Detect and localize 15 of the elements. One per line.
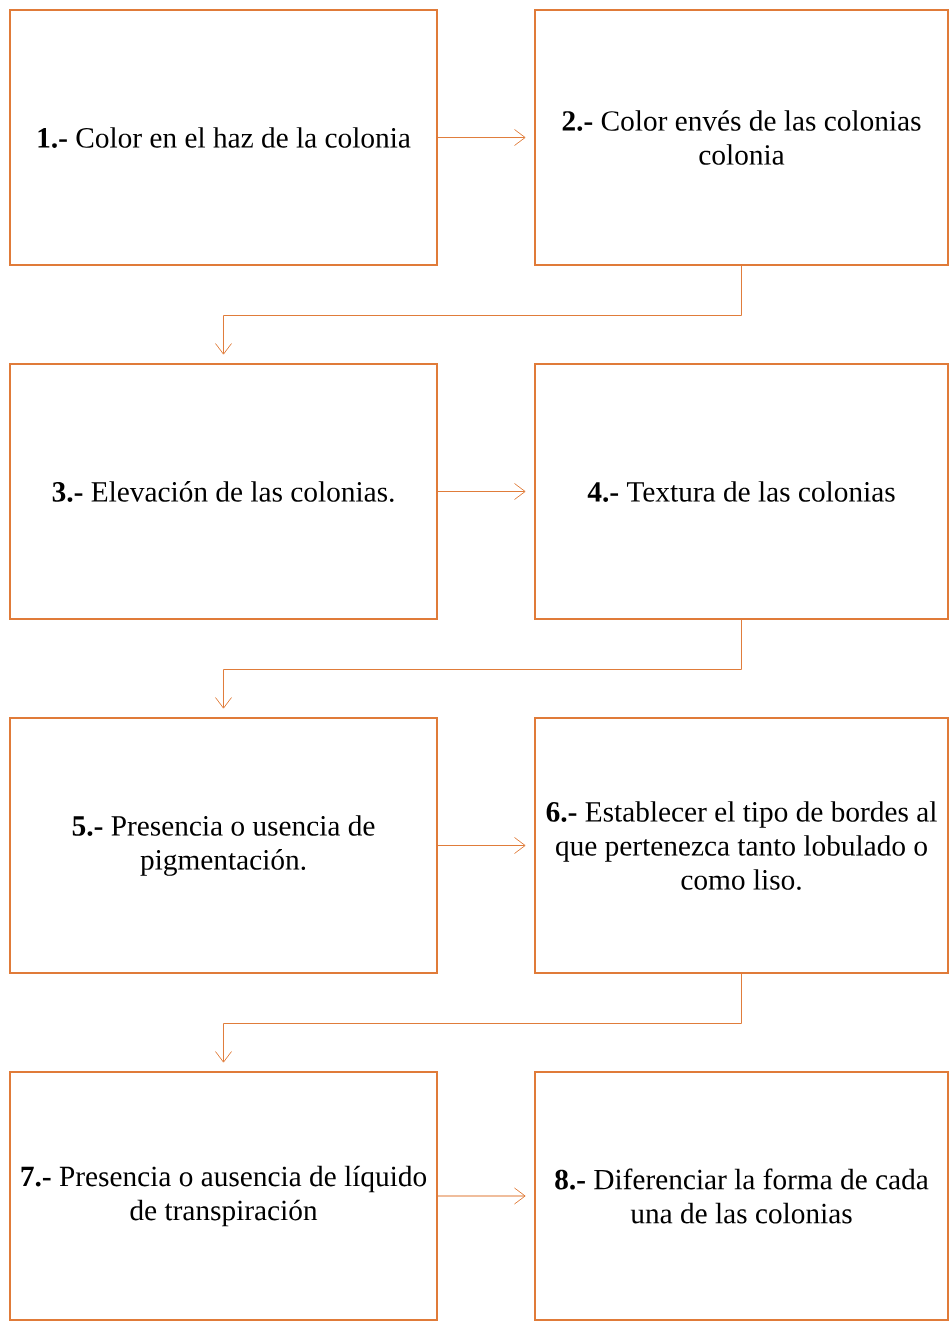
arrow [437, 837, 526, 854]
arrow [437, 483, 526, 500]
arrow [437, 1187, 526, 1205]
process-box: 3.- Elevación de las colonias. [9, 363, 438, 620]
process-box: 4.- Textura de las colonias [534, 363, 949, 620]
process-box: 8.- Diferenciar la forma de cada una de las colonias [534, 1071, 949, 1321]
process-box: 2.- Color envés de las colonias colonia [534, 9, 949, 266]
arrow [215, 619, 742, 709]
arrow [215, 973, 742, 1063]
process-box: 1.- Color en el haz de la colonia [9, 9, 438, 266]
process-box: 5.- Presencia o usencia de pigmentación. [9, 717, 438, 974]
arrow [215, 265, 742, 355]
process-box: 7.- Presencia o ausencia de líquido de transpiración [9, 1071, 438, 1321]
arrow [437, 129, 526, 146]
process-box: 6.- Establecer el tipo de bordes al que pertenezca tanto lobulado o como liso. [534, 717, 949, 974]
